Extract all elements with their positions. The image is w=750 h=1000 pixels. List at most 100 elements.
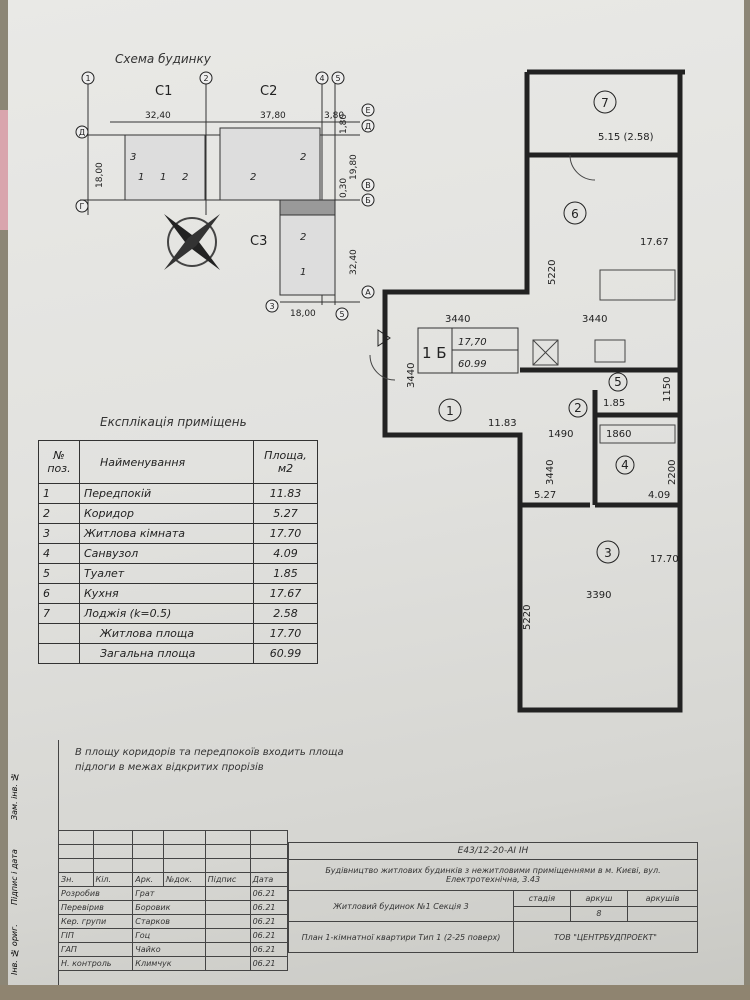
- dim: 1,80: [339, 114, 349, 134]
- axis-marker: 2: [203, 74, 208, 83]
- header-cell: Дата: [249, 872, 289, 887]
- dim: 0,30: [339, 178, 349, 198]
- room-number: 4: [621, 458, 629, 472]
- dim: 19,80: [349, 154, 359, 180]
- dimension: 3440: [545, 460, 556, 485]
- cell-no: 7: [38, 603, 80, 624]
- room-number: 2: [574, 401, 582, 415]
- axis-marker: 1: [85, 74, 90, 83]
- dimension: 3440: [406, 363, 417, 388]
- header-area: Площа, м2: [253, 440, 318, 484]
- axis-marker: Д: [365, 122, 371, 131]
- axis-marker: 3: [269, 302, 274, 311]
- section-label: С1: [155, 84, 172, 99]
- name: Чайко: [132, 942, 206, 957]
- schema-room: 2: [182, 172, 188, 183]
- name: Климчук: [132, 956, 206, 971]
- sheet-number: 8: [569, 905, 629, 922]
- room-number: 1: [446, 404, 454, 418]
- axis-marker: В: [365, 181, 371, 190]
- cell-area: 11.83: [253, 483, 318, 504]
- room-area: 17.70: [650, 554, 679, 565]
- name: Гоц: [132, 928, 206, 943]
- role: Н. контроль: [57, 956, 134, 971]
- axis-marker: 5: [335, 74, 340, 83]
- dim: 3,80: [324, 111, 344, 121]
- table-surface: [0, 985, 750, 1000]
- cell-no: 5: [38, 563, 80, 584]
- schema-room: 1: [300, 267, 306, 278]
- cell-name: Загальна площа: [79, 643, 254, 664]
- cell-area: 1.85: [253, 563, 318, 584]
- dim: 18,00: [290, 309, 316, 319]
- name: Боровик: [132, 900, 206, 915]
- cell-area: 17.70: [253, 523, 318, 544]
- dim: 32,40: [145, 111, 171, 121]
- axis-marker: Г: [80, 202, 85, 211]
- section-label: С2: [260, 84, 277, 99]
- cell-no: 6: [38, 583, 80, 604]
- side-stamp: Зам. інв. № Підпис і дата Інв. № ориг.: [8, 740, 59, 985]
- room-number: 6: [571, 207, 579, 221]
- schema-room: 1: [138, 172, 144, 183]
- title-block: Зам. інв. № Підпис і дата Інв. № ориг. З…: [8, 740, 703, 985]
- cell-area: 2.58: [253, 603, 318, 624]
- side-label: Зам. інв. №: [10, 772, 19, 820]
- cell-name: Передпокій: [79, 483, 254, 504]
- dimension: 1150: [662, 377, 673, 402]
- dimension: 2200: [667, 460, 678, 485]
- dimension: 3440: [445, 314, 470, 325]
- date: 06.21: [249, 886, 289, 901]
- cell-name: Лоджія (k=0.5): [79, 603, 254, 624]
- dim: 37,80: [260, 111, 286, 121]
- axis-marker: А: [365, 288, 371, 297]
- role: ГАП: [57, 942, 134, 957]
- building-schema: 1 1 2 3 2 2 2 1 С1 С2 С3 32,40 37,80 3,8…: [75, 71, 375, 321]
- area-note: В площу коридорів та передпокоїв входить…: [75, 747, 344, 773]
- room-area: 11.83: [488, 418, 517, 429]
- stage-label: стадія: [513, 890, 571, 907]
- axis-marker: Е: [365, 106, 370, 115]
- table-header: № поз. Найменування Площа, м2: [38, 440, 318, 484]
- apartment-total-area: 60.99: [458, 359, 487, 370]
- schema-room: 2: [250, 172, 256, 183]
- dimension: 1860: [606, 429, 631, 440]
- axis-marker: Д: [79, 128, 85, 137]
- role: Перевірив: [57, 900, 134, 915]
- cell-name: Туалет: [79, 563, 254, 584]
- dimension: 5.27: [534, 490, 556, 501]
- cell-name: Кухня: [79, 583, 254, 604]
- document-code: Е43/12-20-АІ ІН: [288, 842, 698, 860]
- cell-area: 17.70: [253, 623, 318, 644]
- room-number: 3: [604, 546, 612, 560]
- name: Старков: [132, 914, 206, 929]
- cell-area: 17.67: [253, 583, 318, 604]
- dim: 18,00: [95, 162, 105, 188]
- axis-marker: Б: [365, 196, 371, 205]
- cell-name: Житлова площа: [79, 623, 254, 644]
- room-dimension: 1490: [548, 429, 573, 440]
- name: Грат: [132, 886, 206, 901]
- header-cell: №док.: [162, 872, 206, 887]
- schema-room: 1: [160, 172, 166, 183]
- compass-icon: [164, 214, 220, 270]
- room-area: 5.15 (2.58): [598, 132, 654, 143]
- side-label: Інв. № ориг.: [10, 924, 19, 975]
- explication-title: Експлікація приміщень: [100, 415, 247, 429]
- header-no: № поз.: [38, 440, 80, 484]
- cell-name: Житлова кімната: [79, 523, 254, 544]
- date: 06.21: [249, 928, 289, 943]
